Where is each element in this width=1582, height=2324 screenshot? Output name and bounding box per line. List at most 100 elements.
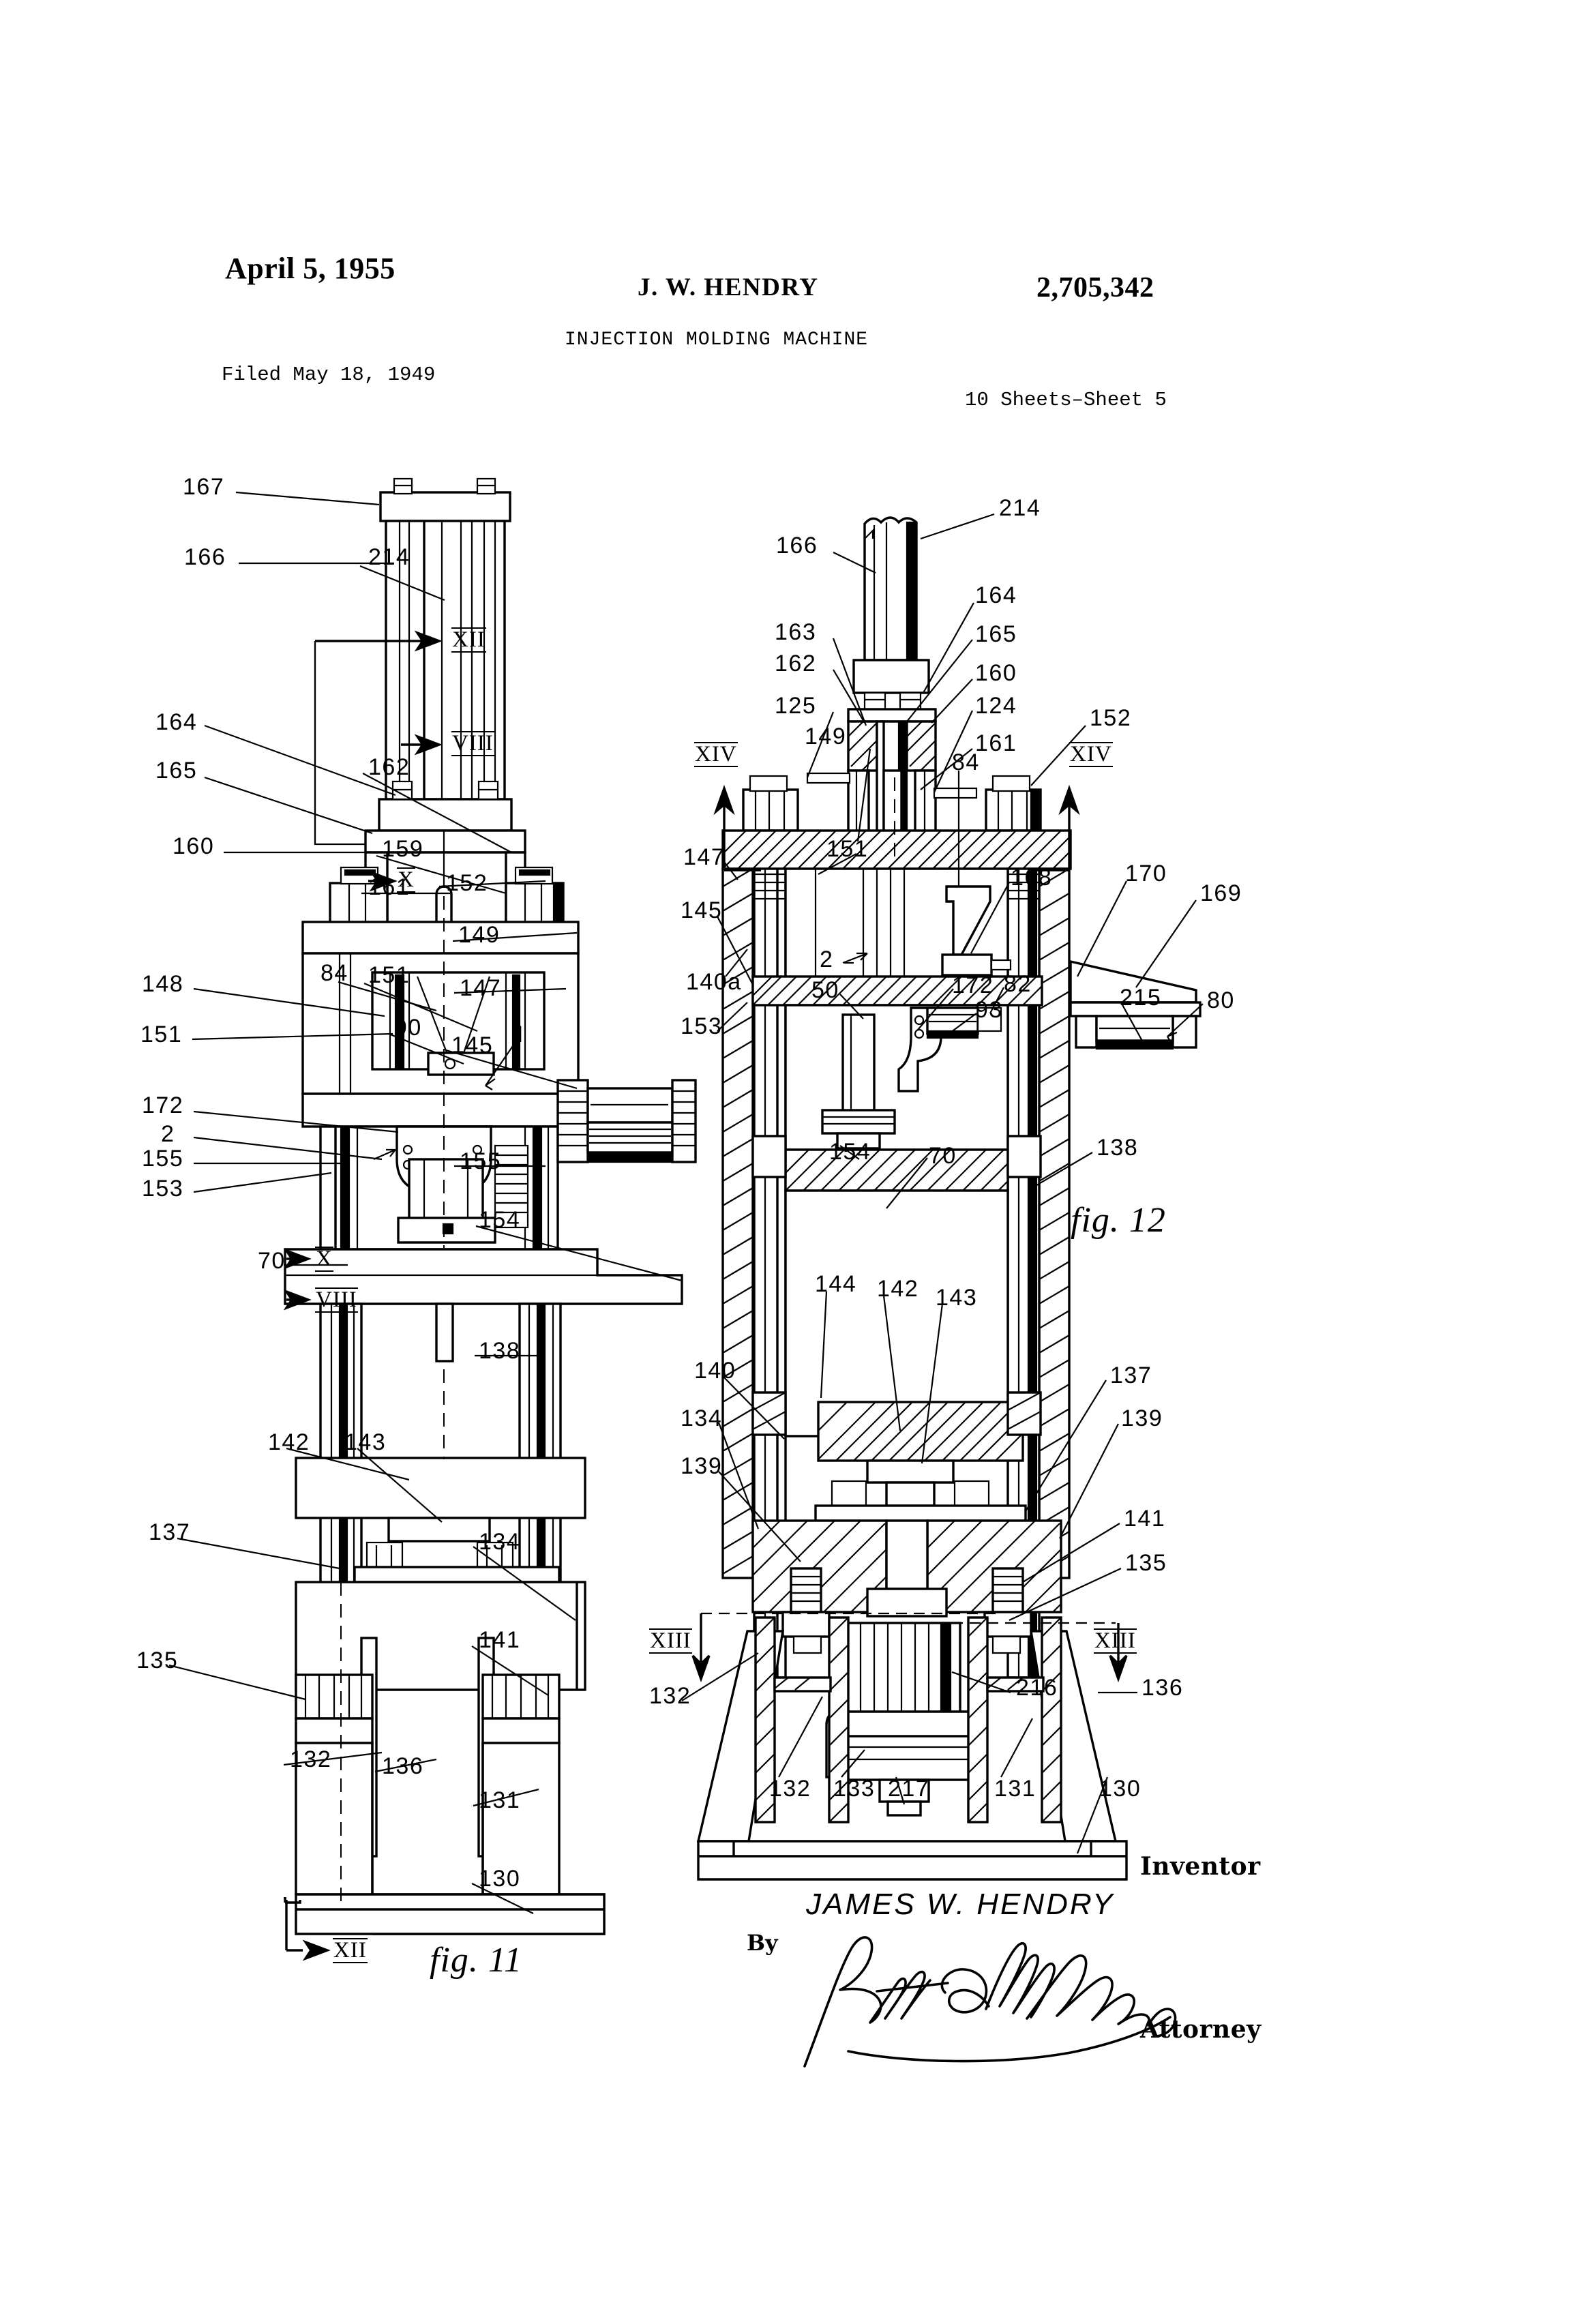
ref-159: 159 bbox=[382, 836, 424, 862]
ref-131: 131 bbox=[479, 1787, 521, 1813]
sheet-count: 10 Sheets–Sheet 5 bbox=[965, 389, 1167, 411]
ref-147: 147 bbox=[460, 975, 502, 1001]
ref-84: 84 bbox=[320, 960, 348, 986]
ref12-215: 215 bbox=[1120, 985, 1162, 1011]
ref-155-a: 155 bbox=[142, 1146, 184, 1172]
ref-165: 165 bbox=[155, 758, 198, 784]
ref12-132-b: 132 bbox=[769, 1776, 811, 1802]
ref12-144: 144 bbox=[815, 1271, 857, 1297]
ref-151-b: 151 bbox=[140, 1022, 183, 1047]
figure-12-drawing bbox=[681, 513, 1204, 1881]
inventor-initials: J. W. HENDRY bbox=[638, 273, 819, 301]
ref12-214: 214 bbox=[999, 495, 1041, 521]
ref12-82: 82 bbox=[1004, 971, 1032, 997]
ref12-216: 216 bbox=[1016, 1675, 1058, 1701]
ref-164: 164 bbox=[155, 709, 198, 735]
inventor-label: Inventor bbox=[1140, 1852, 1261, 1881]
ref-142: 142 bbox=[268, 1429, 310, 1455]
section-marker-xiii-left: XIII bbox=[649, 1628, 692, 1654]
by-label: By bbox=[747, 1930, 778, 1956]
ref-137: 137 bbox=[149, 1519, 191, 1545]
ref12-137: 137 bbox=[1110, 1362, 1152, 1388]
ref12-169: 169 bbox=[1200, 880, 1242, 906]
ref-154: 154 bbox=[479, 1207, 521, 1233]
ref-2: 2 bbox=[161, 1121, 175, 1147]
ref12-217: 217 bbox=[888, 1776, 930, 1802]
ref-141: 141 bbox=[479, 1627, 521, 1653]
ref12-50: 50 bbox=[811, 977, 839, 1003]
ref-172: 172 bbox=[142, 1092, 184, 1118]
ref12-163: 163 bbox=[775, 619, 817, 645]
ref-151-a: 151 bbox=[368, 962, 411, 988]
section-marker-xiv-right: XIV bbox=[1069, 742, 1113, 767]
ref12-154: 154 bbox=[829, 1139, 871, 1165]
ref12-2: 2 bbox=[820, 947, 834, 972]
ref12-168: 168 bbox=[1011, 865, 1053, 891]
ref12-170: 170 bbox=[1125, 861, 1167, 887]
ref12-147: 147 bbox=[683, 844, 726, 870]
ref12-70: 70 bbox=[929, 1143, 957, 1169]
ref12-132-a: 132 bbox=[649, 1683, 691, 1709]
section-marker-viii-top: VIII bbox=[451, 731, 494, 756]
ref-148: 148 bbox=[142, 971, 184, 997]
ref-138: 138 bbox=[479, 1338, 521, 1364]
attorney-label: Attorney bbox=[1140, 2015, 1262, 2044]
ref12-160: 160 bbox=[975, 660, 1017, 686]
ref-143: 143 bbox=[344, 1429, 387, 1455]
patent-number: 2,705,342 bbox=[1036, 272, 1154, 303]
figure-11-caption: fig. 11 bbox=[430, 1941, 523, 1980]
ref12-140a: 140a bbox=[686, 969, 742, 995]
ref-130: 130 bbox=[479, 1866, 521, 1892]
figure-12-caption: fig. 12 bbox=[1071, 1201, 1166, 1240]
ref-134: 134 bbox=[479, 1529, 521, 1555]
ref-160: 160 bbox=[173, 833, 215, 859]
ref12-93: 93 bbox=[975, 997, 1003, 1023]
publication-date: April 5, 1955 bbox=[225, 252, 395, 285]
ref12-125: 125 bbox=[775, 693, 817, 719]
section-marker-xii-bot: XII bbox=[333, 1938, 368, 1963]
ref12-166: 166 bbox=[776, 533, 818, 558]
ref-145: 145 bbox=[451, 1032, 494, 1058]
ref12-143: 143 bbox=[936, 1285, 978, 1311]
ref12-133: 133 bbox=[833, 1776, 876, 1802]
ref-136: 136 bbox=[382, 1753, 424, 1779]
ref12-141: 141 bbox=[1124, 1506, 1166, 1532]
ref12-124: 124 bbox=[975, 693, 1017, 719]
attorney-signature bbox=[777, 1909, 1241, 2073]
patent-title: INJECTION MOLDING MACHINE bbox=[565, 329, 869, 351]
ref-152: 152 bbox=[446, 870, 488, 896]
ref-166: 166 bbox=[184, 544, 226, 570]
section-marker-x-mid: X bbox=[315, 1247, 333, 1272]
inventor-name: JAMES W. HENDRY bbox=[806, 1888, 1115, 1921]
ref12-162: 162 bbox=[775, 651, 817, 676]
ref-149: 149 bbox=[458, 922, 501, 948]
ref12-139-a: 139 bbox=[1121, 1405, 1163, 1431]
ref12-135: 135 bbox=[1125, 1550, 1167, 1576]
ref12-139-b: 139 bbox=[681, 1453, 723, 1479]
ref12-140: 140 bbox=[694, 1358, 736, 1384]
ref12-149: 149 bbox=[805, 724, 847, 749]
ref12-145: 145 bbox=[681, 897, 723, 923]
ref12-138: 138 bbox=[1096, 1135, 1139, 1161]
ref12-136: 136 bbox=[1141, 1675, 1184, 1701]
figure-11-drawing bbox=[0, 0, 723, 1978]
ref-214: 214 bbox=[368, 544, 411, 570]
ref12-80: 80 bbox=[1207, 987, 1235, 1013]
section-marker-viii-mid: VIII bbox=[315, 1287, 358, 1313]
filing-date: Filed May 18, 1949 bbox=[222, 363, 436, 386]
ref12-164: 164 bbox=[975, 582, 1017, 608]
ref12-172: 172 bbox=[952, 972, 994, 998]
section-marker-xiii-right: XIII bbox=[1094, 1628, 1137, 1654]
ref-1: I bbox=[517, 1022, 524, 1047]
ref-132: 132 bbox=[290, 1746, 332, 1772]
ref12-161: 161 bbox=[975, 730, 1017, 756]
ref-155-b: 155 bbox=[460, 1148, 502, 1174]
ref12-130: 130 bbox=[1099, 1776, 1141, 1802]
section-marker-xiv-left: XIV bbox=[694, 742, 738, 767]
ref-70: 70 bbox=[258, 1248, 286, 1274]
ref-162: 162 bbox=[368, 754, 411, 780]
ref12-84: 84 bbox=[952, 749, 980, 775]
ref12-131: 131 bbox=[994, 1776, 1036, 1802]
section-marker-xii-top: XII bbox=[451, 627, 486, 653]
